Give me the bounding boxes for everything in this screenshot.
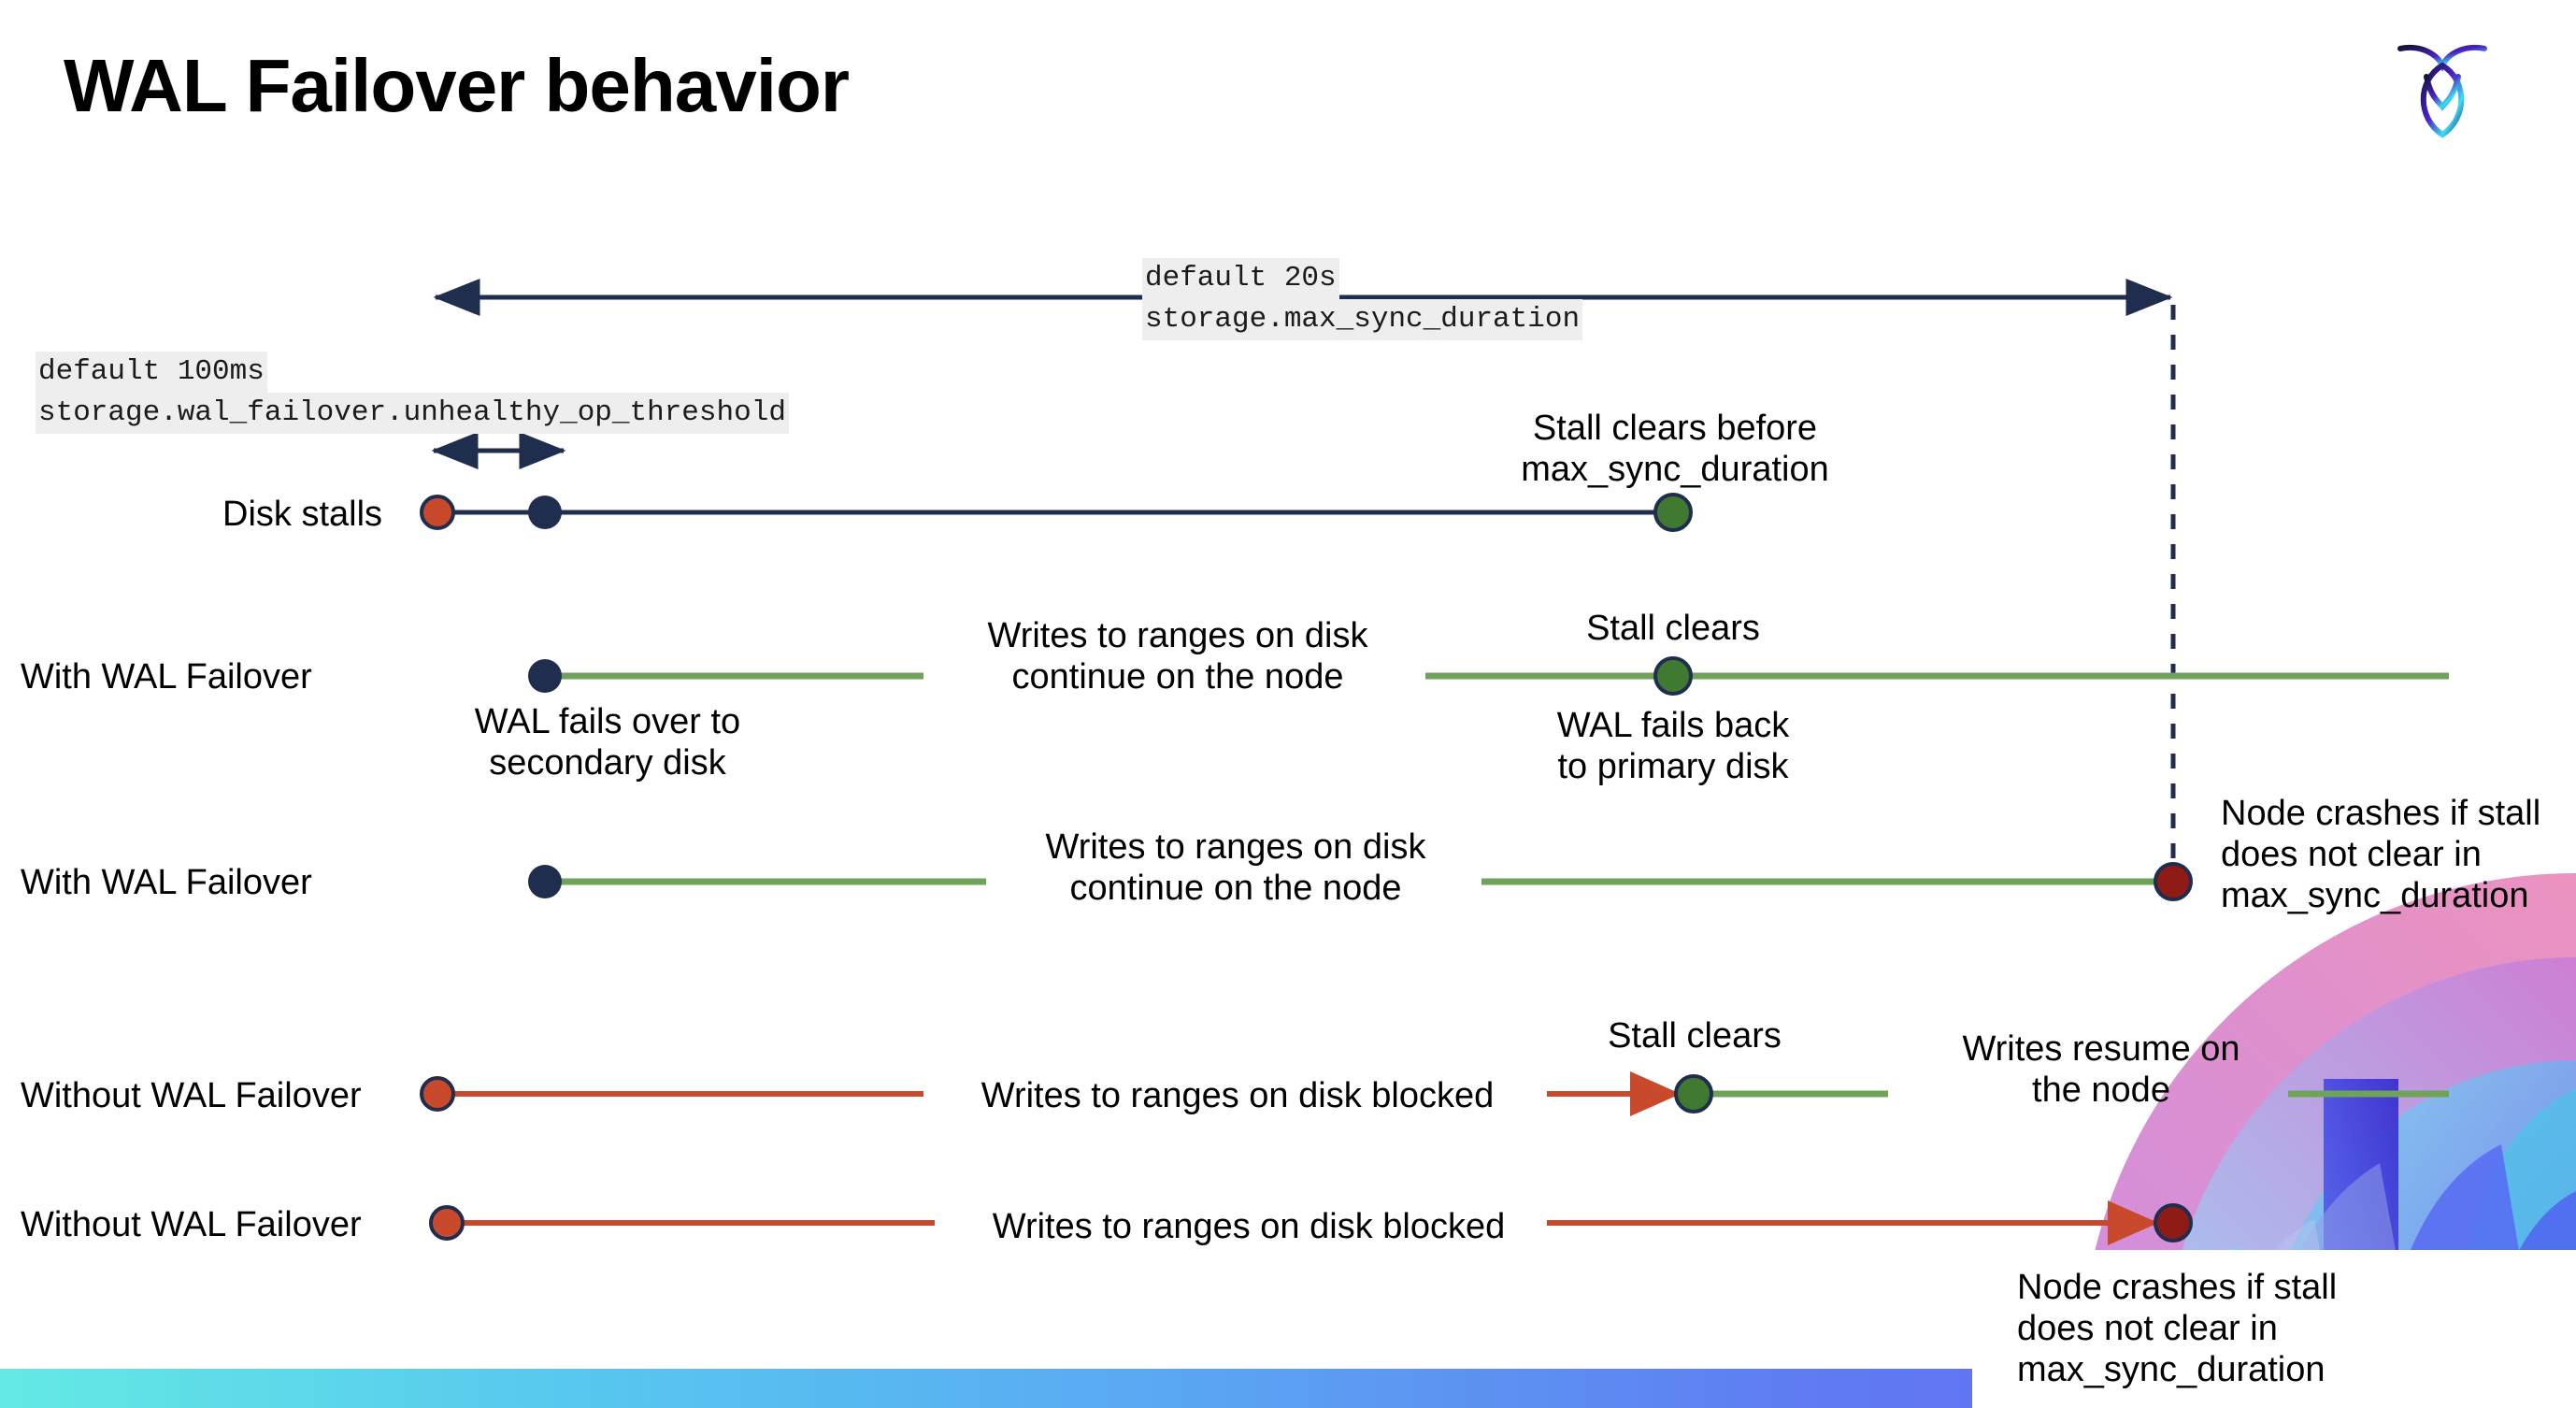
bottom-note-card <box>1972 1250 2576 1408</box>
callout-max-sync-default: default 20s <box>1142 258 1339 299</box>
row-label-without-wal-failover-2: Without WAL Failover <box>21 1205 362 1244</box>
note-writes-continue-2-line1: Writes to ranges on disk <box>1045 827 1426 867</box>
callout-unhealthy-setting: storage.wal_failover.unhealthy_op_thresh… <box>36 392 789 434</box>
note-node-crashes-2-line1: Node crashes if stall <box>2017 1268 2338 1307</box>
note-stall-clears-1: Stall clears <box>1586 609 1760 648</box>
note-wal-fails-back-line2: to primary disk <box>1557 747 1789 787</box>
note-node-crashes-2-line2: does not clear in <box>2017 1309 2278 1349</box>
callout-max-sync-duration: default 20s storage.max_sync_duration <box>1142 258 1583 340</box>
note-writes-blocked-1: Writes to ranges on disk blocked <box>980 1076 1495 1115</box>
disk-stall-start-dot <box>420 495 455 530</box>
no-failover-2-stall-start-dot <box>429 1205 465 1241</box>
callout-unhealthy-default: default 100ms <box>36 352 267 393</box>
row-label-without-wal-failover-1: Without WAL Failover <box>21 1076 362 1115</box>
note-writes-continue-1-line2: continue on the node <box>1011 657 1344 697</box>
note-writes-resume: Writes resume on the node <box>1914 1028 2288 1111</box>
wal-failover-2-crash-dot <box>2154 862 2193 901</box>
note-node-crashes-1-line3: max_sync_duration <box>2221 876 2529 916</box>
note-node-crashes-2: Node crashes if stall does not clear in … <box>2017 1267 2410 1390</box>
cockroachdb-logo-icon <box>2397 45 2487 138</box>
note-wal-fails-back-line1: WAL fails back <box>1556 706 1790 745</box>
note-stall-clears-2: Stall clears <box>1608 1016 1782 1056</box>
disk-stall-clears-dot <box>1653 493 1693 532</box>
note-node-crashes-1-line1: Node crashes if stall <box>2221 794 2541 833</box>
note-node-crashes-2-line3: max_sync_duration <box>2017 1350 2326 1390</box>
wal-failover-2-failover-dot <box>528 865 562 898</box>
note-writes-blocked-2: Writes to ranges on disk blocked <box>992 1207 1506 1246</box>
disk-stall-failover-dot <box>528 496 562 529</box>
note-stall-clears-before: Stall clears before max_sync_duration <box>1488 408 1862 490</box>
wal-failover-1-clears-dot <box>1653 656 1693 696</box>
callout-unhealthy-op-threshold: default 100ms storage.wal_failover.unhea… <box>36 352 789 434</box>
note-wal-fails-back: WAL fails back to primary disk <box>1505 705 1841 787</box>
note-node-crashes-1-line2: does not clear in <box>2221 835 2482 875</box>
row-label-disk-stalls: Disk stalls <box>222 495 383 534</box>
note-stall-clears-before-line1: Stall clears before <box>1532 409 1818 448</box>
note-stall-clears-before-line2: max_sync_duration <box>1521 450 1829 490</box>
row-label-with-wal-failover-1: With WAL Failover <box>21 657 312 697</box>
note-writes-continue-1: Writes to ranges on disk continue on the… <box>935 615 1421 697</box>
note-wal-fails-over-line2: secondary disk <box>489 743 726 783</box>
callout-max-sync-setting: storage.max_sync_duration <box>1142 298 1583 340</box>
note-writes-continue-1-line1: Writes to ranges on disk <box>987 616 1368 655</box>
note-wal-fails-over-line1: WAL fails over to <box>474 702 741 741</box>
note-writes-resume-line2: the node <box>2032 1070 2170 1111</box>
no-failover-1-clears-dot <box>1674 1074 1713 1113</box>
note-wal-fails-over: WAL fails over to secondary disk <box>421 701 794 783</box>
no-failover-1-stall-start-dot <box>420 1076 455 1112</box>
no-failover-2-crash-dot <box>2154 1203 2193 1243</box>
row-label-with-wal-failover-2: With WAL Failover <box>21 863 312 902</box>
page-title: WAL Failover behavior <box>64 44 850 127</box>
note-writes-continue-2-line2: continue on the node <box>1069 869 1402 909</box>
note-writes-resume-line1: Writes resume on <box>1962 1029 2240 1069</box>
note-node-crashes-1: Node crashes if stall does not clear in … <box>2221 793 2576 916</box>
wal-failover-1-failover-dot <box>528 659 562 693</box>
note-writes-continue-2: Writes to ranges on disk continue on the… <box>993 826 1479 909</box>
